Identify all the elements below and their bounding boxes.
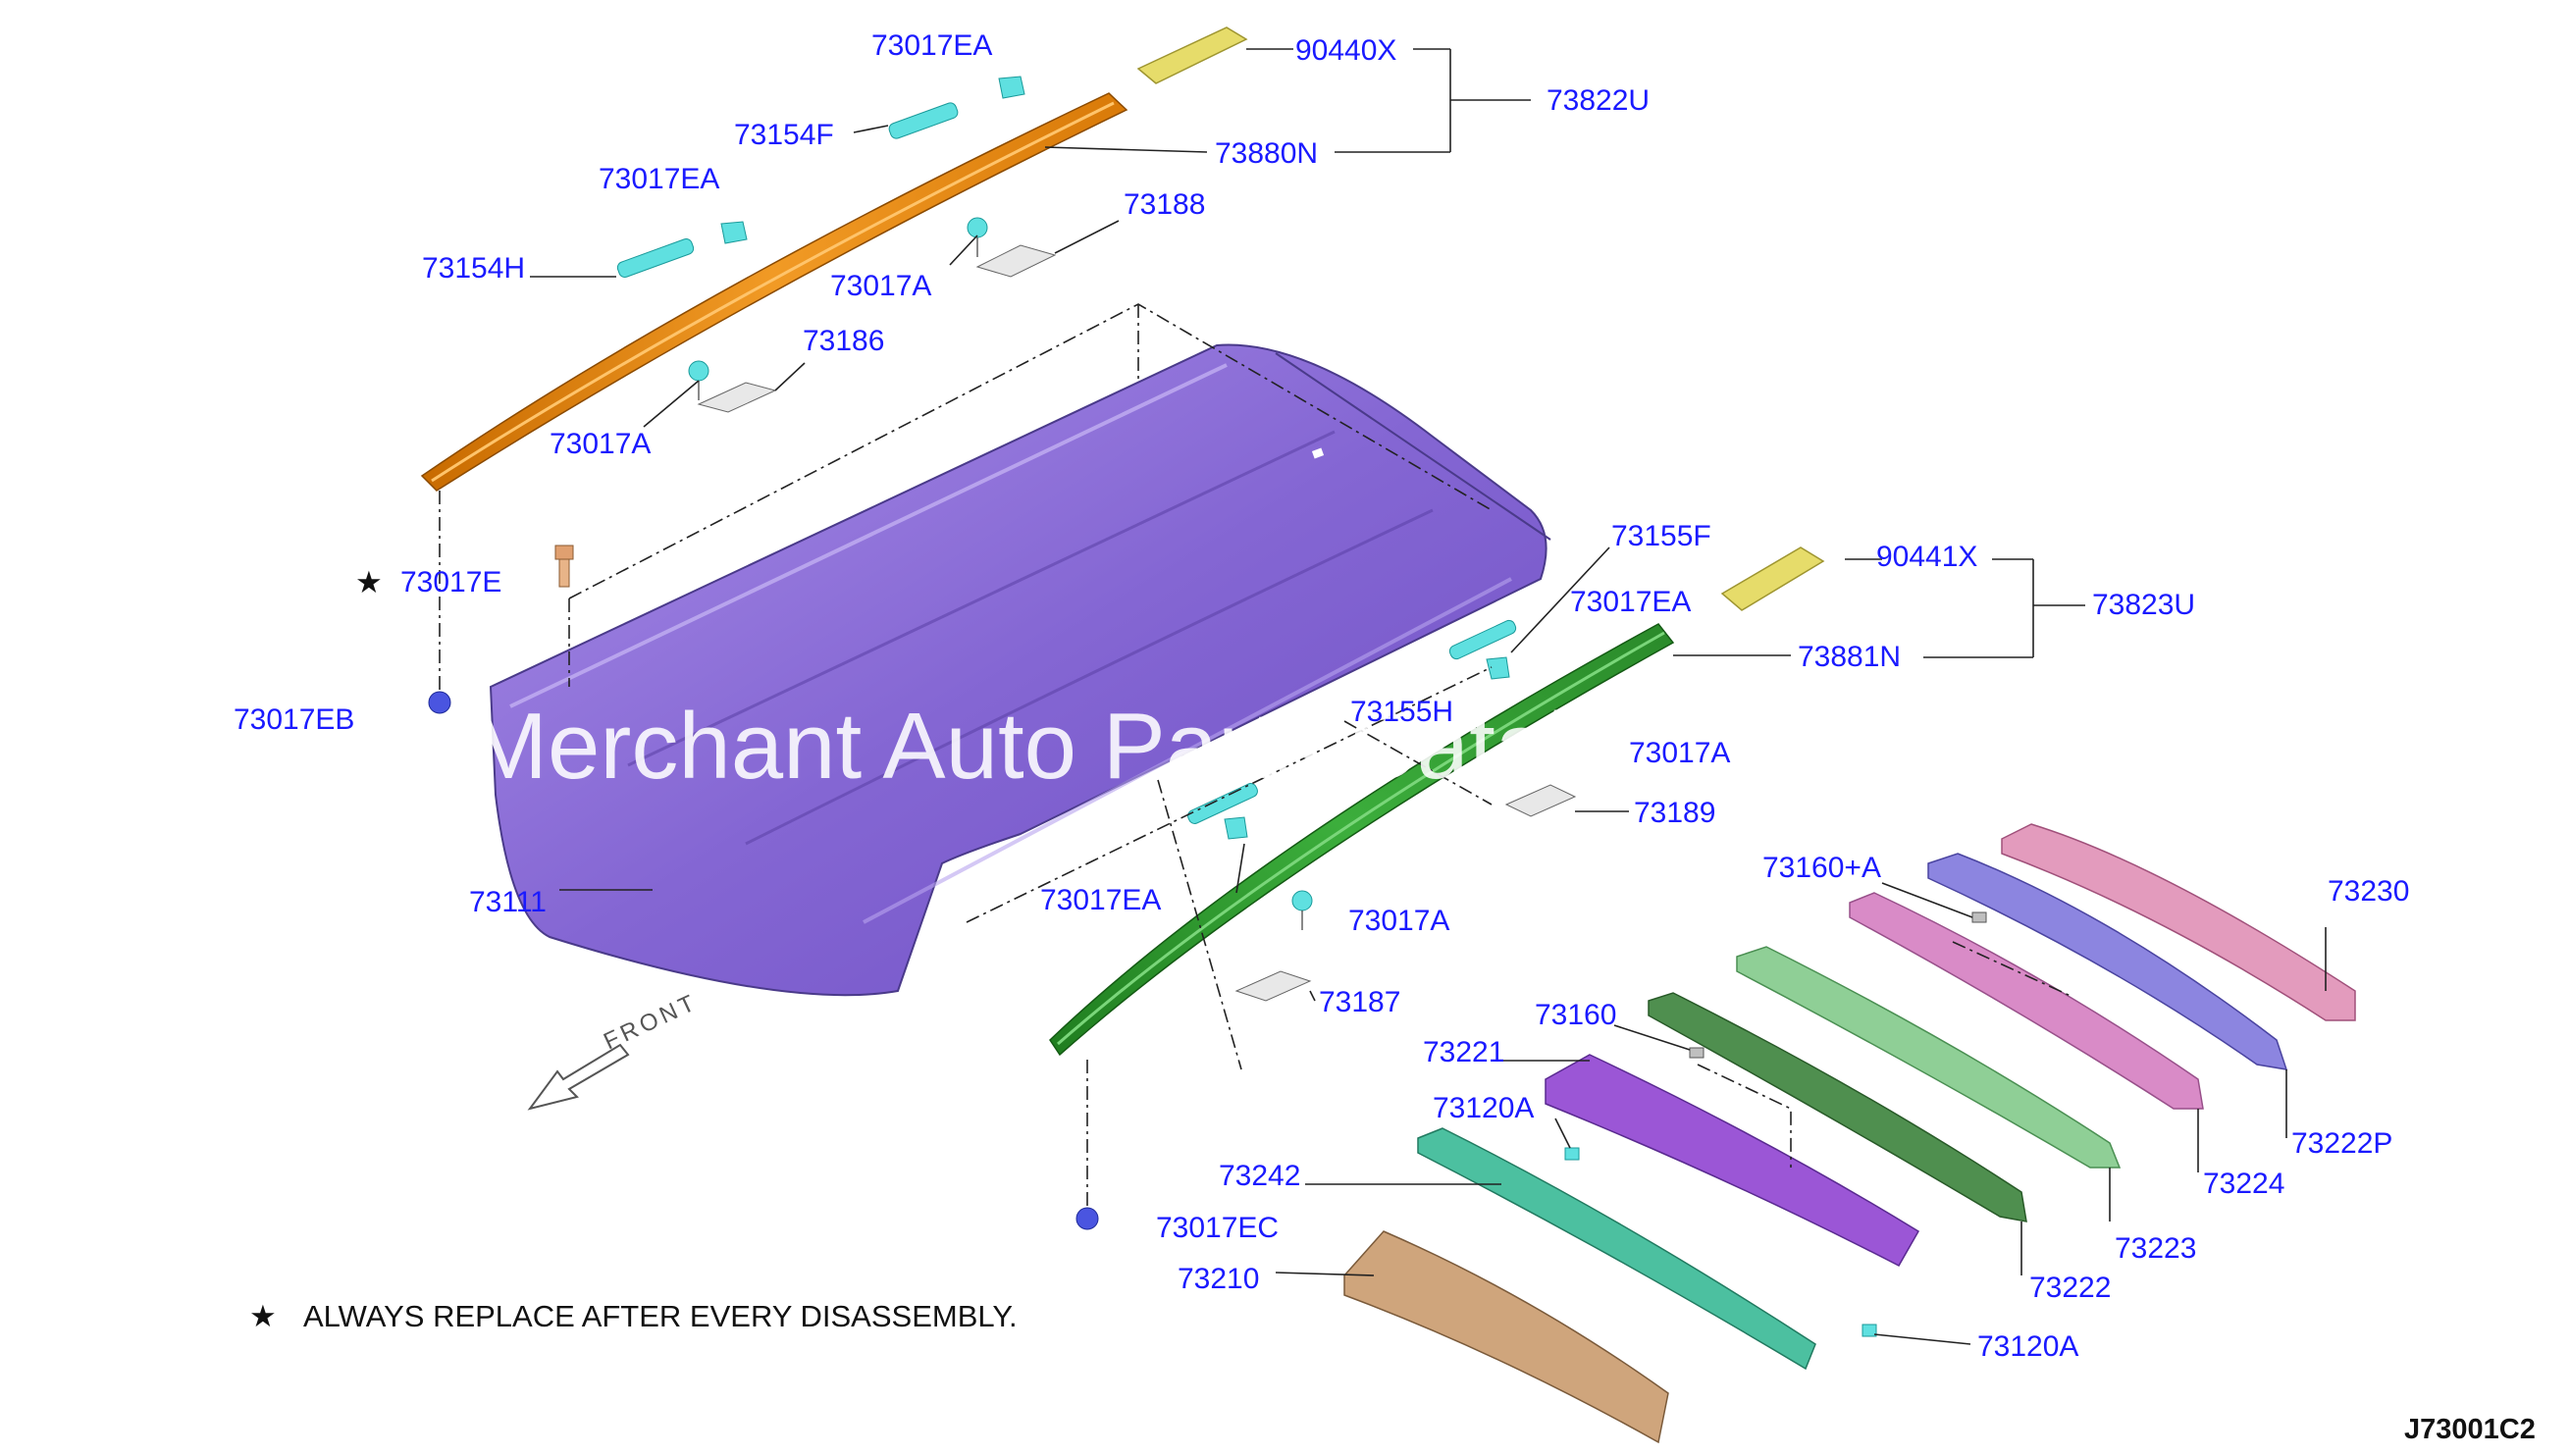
label-73224[interactable]: 73224 [2203, 1168, 2284, 1200]
label-73160[interactable]: 73160 [1535, 999, 1616, 1031]
bolt-73017e [554, 545, 574, 588]
front-arrow: FRONT [527, 989, 703, 1111]
label-73230[interactable]: 73230 [2328, 875, 2409, 908]
clip-73155h [1187, 783, 1258, 824]
label-73222p[interactable]: 73222P [2291, 1127, 2392, 1160]
cover-90440x [1136, 26, 1248, 84]
label-73017ea-mid[interactable]: 73017EA [1570, 586, 1691, 618]
cover-90441x [1720, 546, 1825, 611]
plug-73017eb [428, 691, 451, 714]
label-73154f[interactable]: 73154F [734, 119, 834, 151]
bow-73230 [2001, 823, 2356, 1021]
label-73210[interactable]: 73210 [1178, 1263, 1259, 1295]
retainer-73160 [1689, 1047, 1705, 1059]
bolt-73017a-a [967, 217, 988, 257]
label-73189[interactable]: 73189 [1634, 797, 1715, 829]
label-73187[interactable]: 73187 [1319, 986, 1400, 1018]
bow-73223 [1736, 946, 2122, 1169]
note-text: ALWAYS REPLACE AFTER EVERY DISASSEMBLY. [303, 1299, 1018, 1333]
clip-73154f [888, 102, 959, 139]
right-roof-rail [1049, 623, 1675, 1057]
label-73017a-b[interactable]: 73017A [550, 428, 651, 460]
bracket-73189 [1504, 784, 1577, 817]
bolt-73017a-b [688, 360, 709, 400]
label-73111[interactable]: 73111 [469, 886, 547, 918]
label-73017ea-left[interactable]: 73017EA [599, 163, 719, 195]
bow-73222 [1648, 992, 2027, 1222]
clip-73155f [1448, 619, 1517, 660]
bracket-73186 [697, 382, 777, 413]
label-73017ea-low[interactable]: 73017EA [1040, 884, 1161, 916]
label-73822u[interactable]: 73822U [1547, 84, 1650, 117]
bracket-73188 [975, 244, 1057, 278]
label-73242[interactable]: 73242 [1219, 1160, 1300, 1192]
leader-lines [530, 48, 2327, 1345]
label-73120a-b[interactable]: 73120A [1977, 1330, 2078, 1363]
label-73154h[interactable]: 73154H [422, 252, 525, 285]
label-73017e[interactable]: 73017E [400, 566, 501, 598]
note-symbol-73017e: ★ [355, 565, 383, 599]
phantom-lines [439, 303, 2072, 1207]
label-73017eb[interactable]: 73017EB [234, 703, 354, 736]
label-90441x[interactable]: 90441X [1876, 541, 1977, 573]
bracket-73187 [1234, 970, 1312, 1002]
fastener-73017ea-mid [1486, 656, 1510, 680]
label-73120a-a[interactable]: 73120A [1433, 1092, 1534, 1124]
retainer-73160a [1971, 911, 1987, 923]
roof-panel [489, 343, 1551, 997]
bow-73224 [1849, 892, 2204, 1110]
label-73017a-d[interactable]: 73017A [1348, 905, 1449, 937]
label-73221[interactable]: 73221 [1423, 1036, 1504, 1068]
note-star: ★ [249, 1299, 277, 1333]
label-73881n[interactable]: 73881N [1798, 641, 1901, 673]
bow-73242 [1417, 1127, 1816, 1371]
label-73188[interactable]: 73188 [1124, 188, 1205, 221]
fastener-73017ea-low [1224, 816, 1248, 840]
part-labels: 73017EA 90440X 73822U 73154F 73880N 7301… [234, 29, 2409, 1363]
bolt-73017a-d [1291, 890, 1313, 930]
watermark: Merchant Auto Parts Catalog [469, 694, 1673, 799]
front-label: FRONT [600, 989, 702, 1056]
label-90440x[interactable]: 90440X [1295, 34, 1396, 67]
plug-73017ec [1075, 1207, 1099, 1230]
label-73017a-c[interactable]: 73017A [1629, 737, 1730, 769]
label-73222[interactable]: 73222 [2029, 1272, 2111, 1304]
label-73186[interactable]: 73186 [803, 325, 884, 357]
label-73160a[interactable]: 73160+A [1762, 852, 1881, 884]
label-73017a-a[interactable]: 73017A [830, 270, 931, 302]
bow-73221 [1545, 1054, 1920, 1267]
label-73155f[interactable]: 73155F [1611, 520, 1711, 552]
diagram-code: J73001C2 [2404, 1414, 2536, 1445]
clip-73154h [616, 237, 695, 279]
header-73210 [1343, 1230, 1669, 1444]
label-73223[interactable]: 73223 [2115, 1232, 2196, 1265]
label-73880n[interactable]: 73880N [1215, 137, 1318, 170]
clip-73120a-b [1862, 1324, 1877, 1337]
label-73155h[interactable]: 73155H [1350, 696, 1453, 728]
label-73017ec[interactable]: 73017EC [1156, 1212, 1279, 1244]
left-roof-rail [420, 92, 1128, 492]
label-73017ea-top[interactable]: 73017EA [871, 29, 992, 62]
fastener-73017ea-top [998, 76, 1025, 99]
fastener-73017ea-left [720, 221, 748, 244]
label-73823u[interactable]: 73823U [2092, 589, 2195, 621]
clip-73120a-a [1564, 1147, 1580, 1161]
